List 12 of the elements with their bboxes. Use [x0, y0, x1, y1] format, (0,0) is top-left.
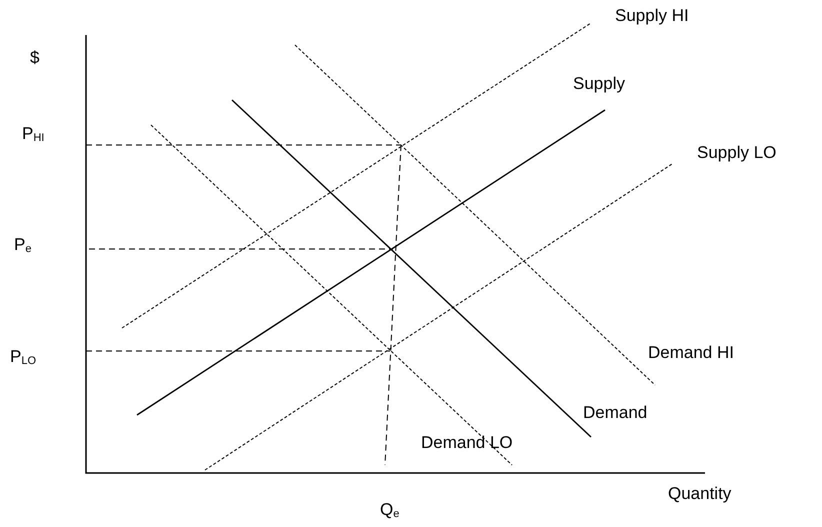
- curve-label: Demand LO: [421, 433, 513, 454]
- price-label: P$_{HI}$: [22, 124, 44, 144]
- price-label: P$_{LO}$: [10, 347, 36, 368]
- curve-label: Demand HI: [648, 343, 734, 364]
- curve-label: Supply: [573, 74, 625, 94]
- curve-label: Supply LO: [697, 143, 776, 164]
- curve-label: Demand: [583, 403, 648, 424]
- curve-label: Supply HI: [615, 6, 689, 26]
- axis-label: $: [30, 48, 40, 68]
- axis-label: Quantity: [668, 484, 732, 504]
- price-label: P$_{e}$: [14, 235, 32, 256]
- quantity-label: Q$_{e}$: [380, 500, 400, 520]
